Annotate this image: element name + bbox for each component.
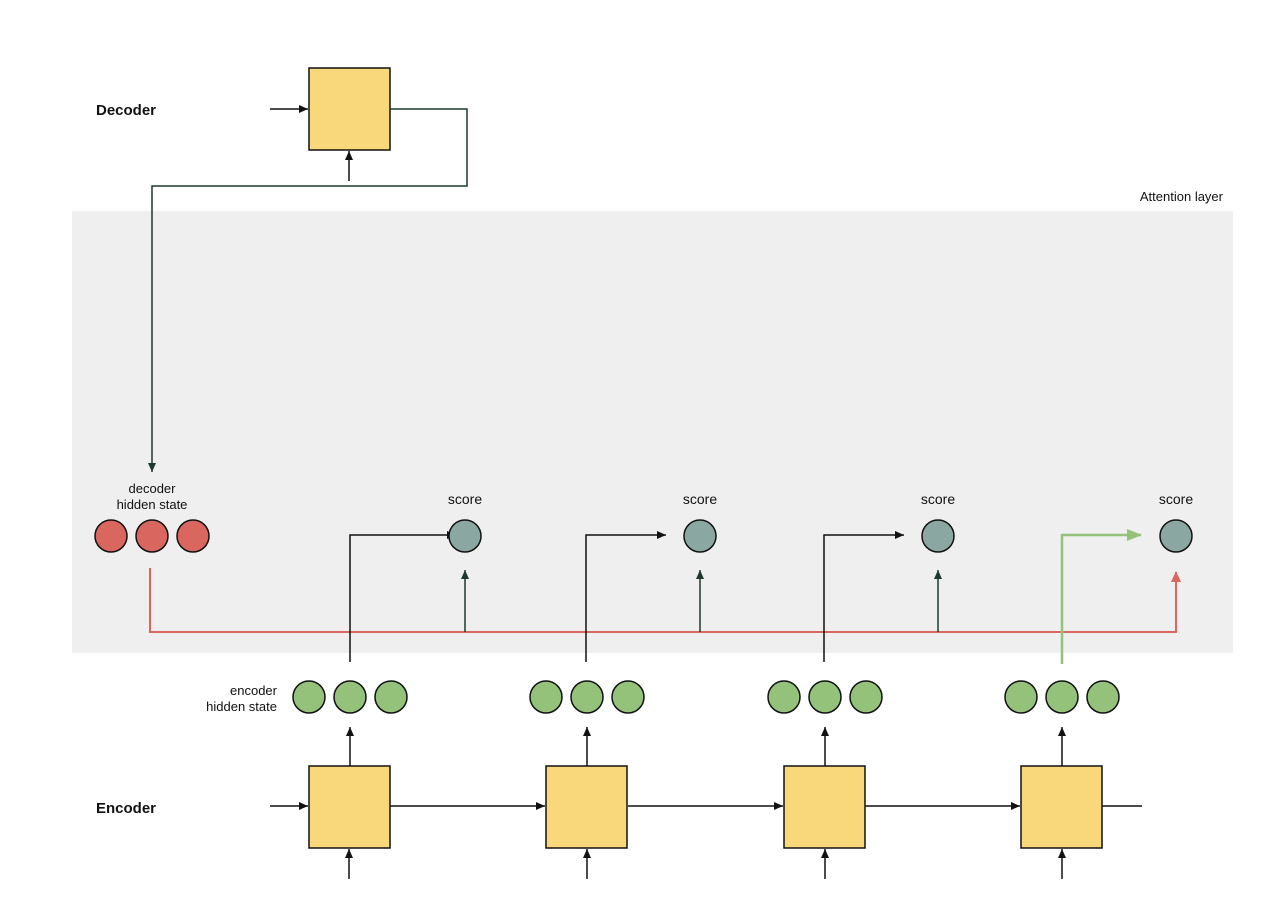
score-node-3	[921, 519, 955, 553]
encoder-state-node	[1045, 680, 1079, 714]
attention-layer-region	[72, 211, 1233, 653]
decoder-state-node	[94, 519, 128, 553]
decoder-hidden-state-label-line2: hidden state	[117, 497, 188, 512]
encoder-state-node	[529, 680, 563, 714]
encoder-hidden-state-label-line1: encoder	[230, 683, 278, 698]
encoder-cell-1	[308, 765, 391, 849]
encoder-hidden-state-3	[767, 680, 883, 714]
decoder-label: Decoder	[96, 102, 156, 119]
encoder-cell-4	[1020, 765, 1103, 849]
encoder-state-node	[1086, 680, 1120, 714]
encoder-state-to-score-path-1	[349, 531, 456, 662]
encoder-cell-2	[545, 765, 628, 849]
encoder-hidden-state-4	[1004, 680, 1120, 714]
encoder-state-to-score-path-3	[823, 531, 904, 662]
decoder-state-node	[135, 519, 169, 553]
encoder-state-node	[849, 680, 883, 714]
encoder-state-node	[611, 680, 645, 714]
encoder-cell-3	[783, 765, 866, 849]
decoder-hidden-state-label-line1: decoder	[129, 481, 177, 496]
encoder-state-node	[767, 680, 801, 714]
encoder-state-node	[570, 680, 604, 714]
encoder-hidden-state-label-line2: hidden state	[206, 699, 277, 714]
encoder-state-node	[292, 680, 326, 714]
decoder-hidden-state	[94, 519, 210, 553]
encoder-hidden-state-2	[529, 680, 645, 714]
decoder-cell	[308, 67, 391, 151]
attention-layer-label: Attention layer	[1140, 189, 1224, 204]
encoder-state-node	[374, 680, 408, 714]
encoder-state-node	[1004, 680, 1038, 714]
encoder-state-to-score-path-2	[585, 531, 666, 662]
decoder-to-scores-path	[149, 568, 1181, 633]
score-node-4	[1159, 519, 1193, 553]
score-label-1: score	[448, 491, 482, 507]
encoder-label: Encoder	[96, 800, 156, 817]
score-label-4: score	[1159, 491, 1193, 507]
score-label-3: score	[921, 491, 955, 507]
encoder-state-node	[808, 680, 842, 714]
encoder-hidden-state-1	[292, 680, 408, 714]
encoder-state-to-score-path-4	[1060, 529, 1142, 664]
score-node-1	[448, 519, 482, 553]
score-node-2	[683, 519, 717, 553]
decoder-state-node	[176, 519, 210, 553]
decoder-hidden-state-path	[148, 108, 468, 472]
score-label-2: score	[683, 491, 717, 507]
encoder-state-node	[333, 680, 367, 714]
